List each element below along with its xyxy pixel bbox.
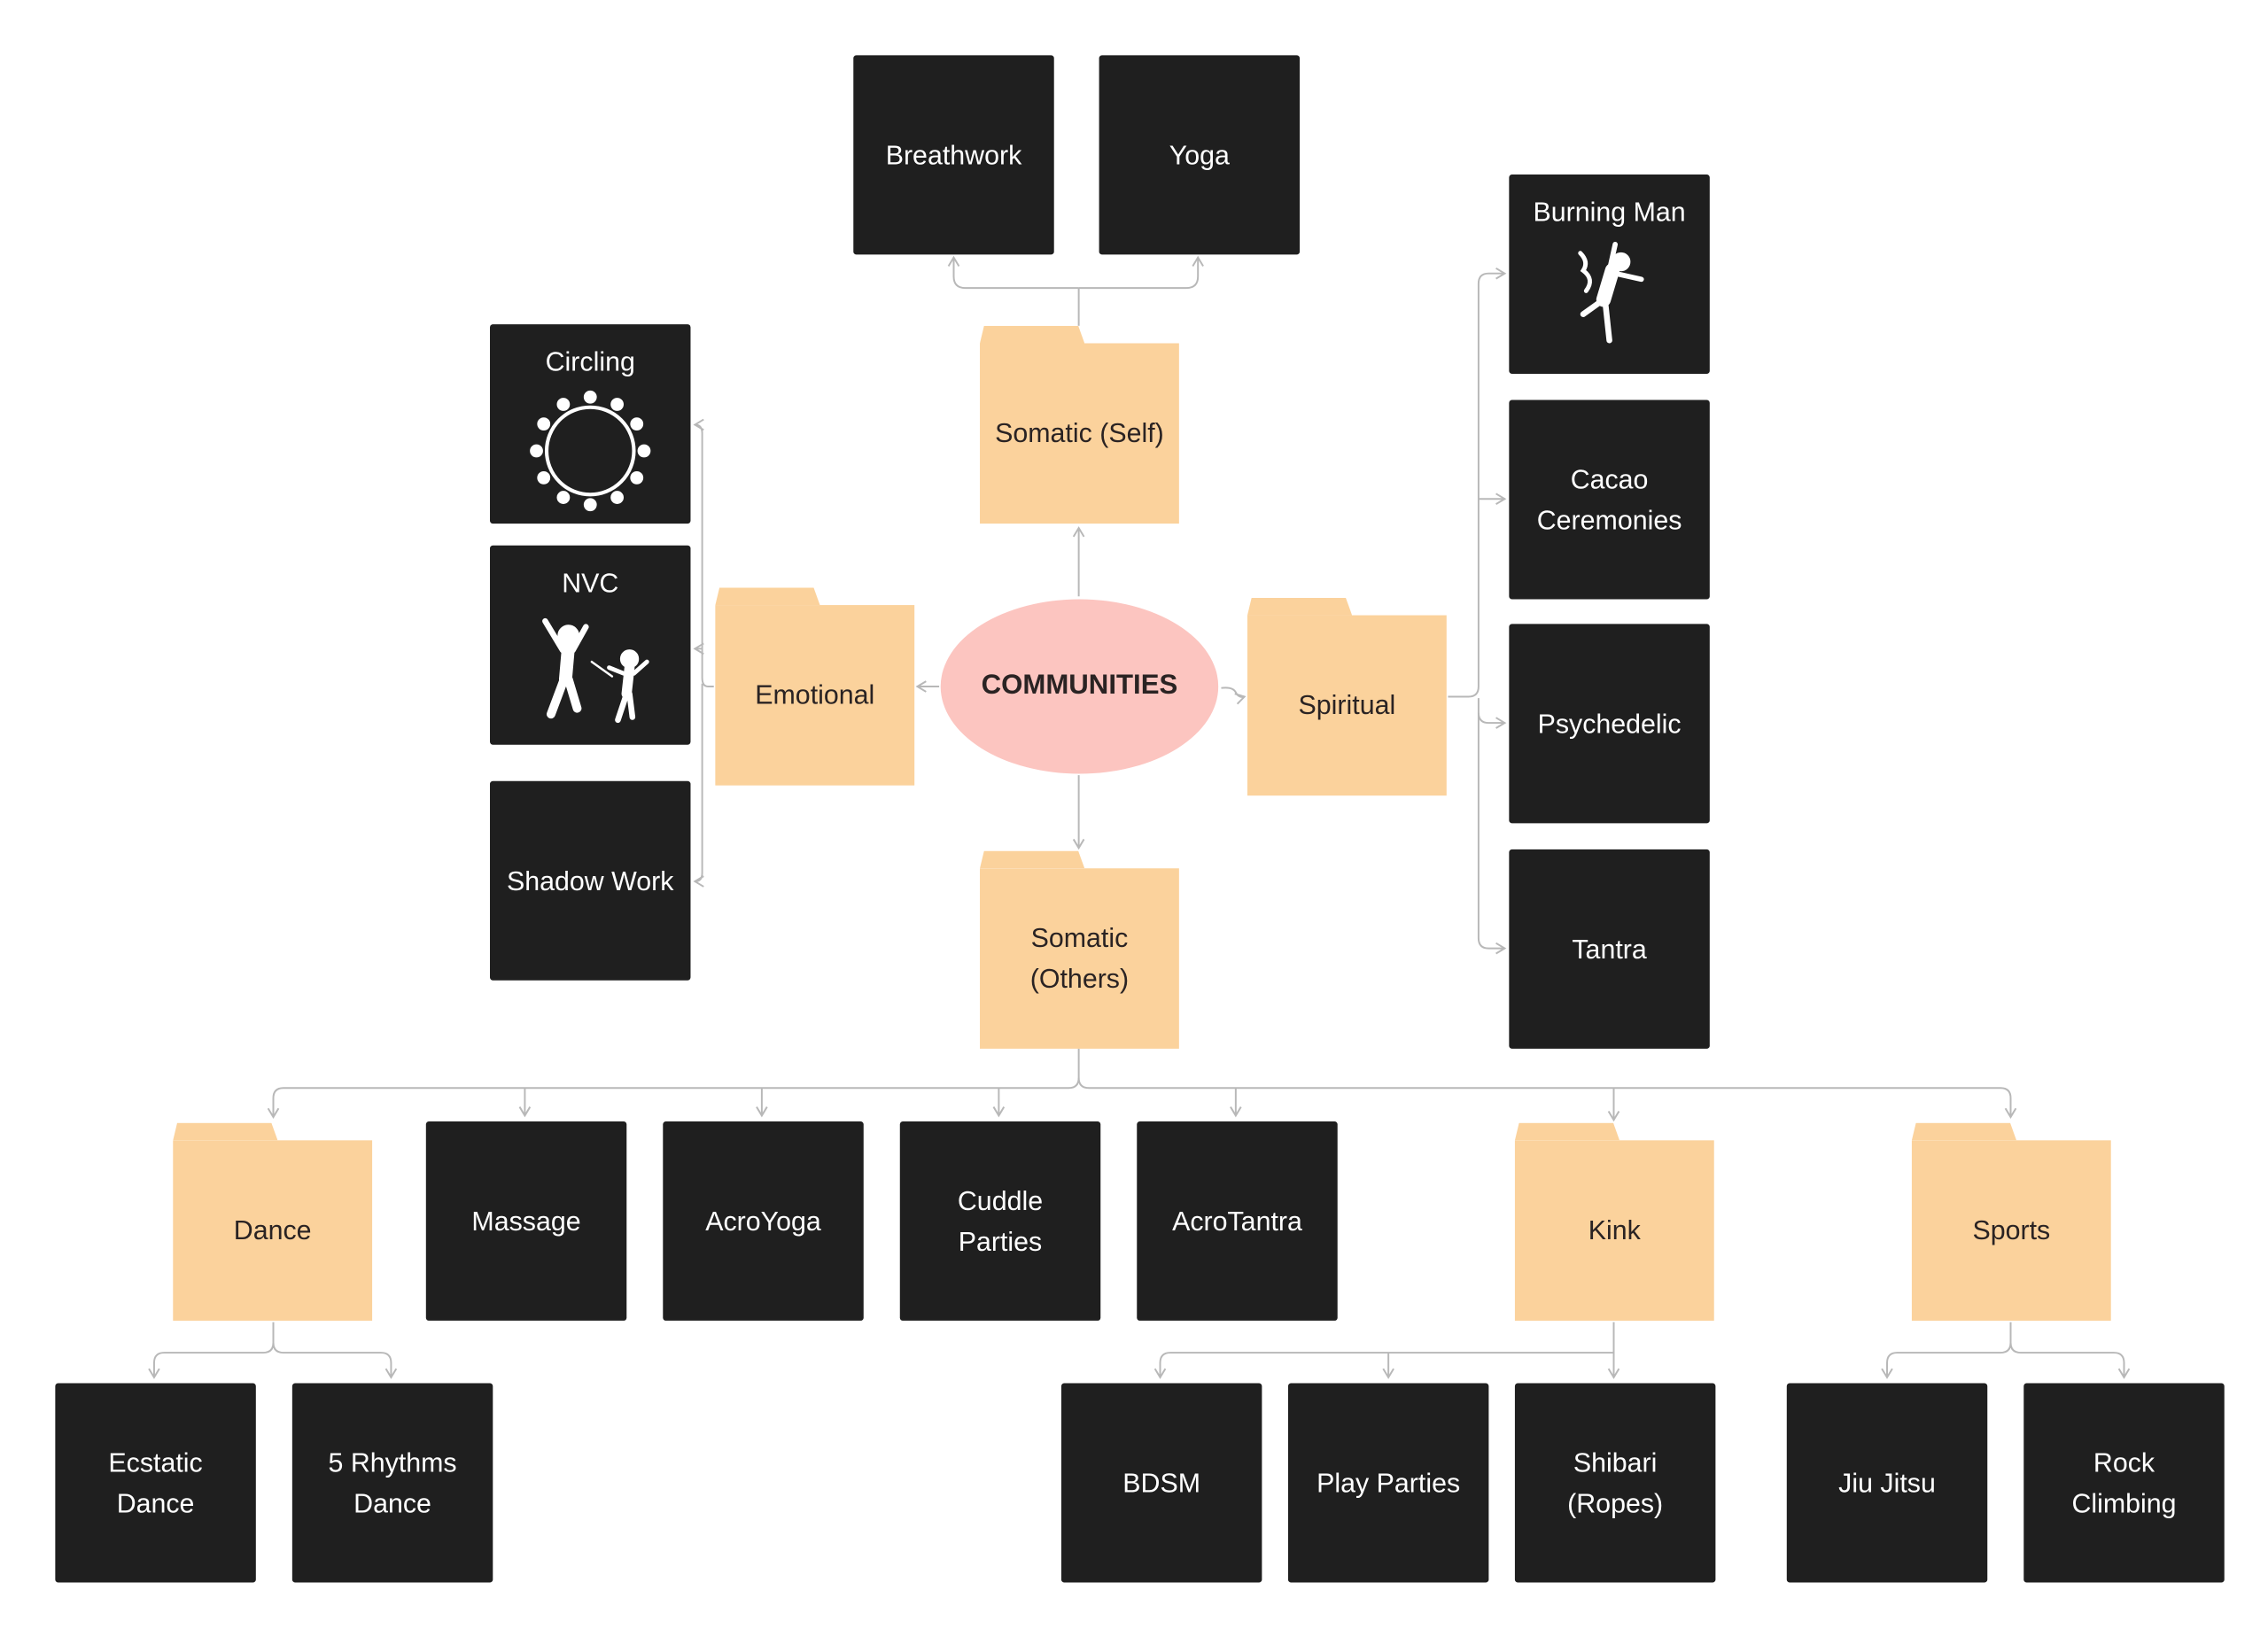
card-massage[interactable]: Massage: [425, 1121, 627, 1321]
folder-tab: [1514, 1122, 1620, 1141]
card-breathwork[interactable]: Breathwork: [853, 55, 1054, 255]
folder-tab: [980, 850, 1085, 869]
card-psychedelic[interactable]: Psychedelic: [1509, 624, 1710, 824]
card-acrotantra[interactable]: AcroTantra: [1137, 1121, 1338, 1321]
circle-of-people-icon: [530, 390, 651, 512]
card-label: AcroYoga: [705, 1205, 821, 1236]
folder-kink[interactable]: Kink: [1514, 1122, 1714, 1321]
person-dot: [637, 444, 651, 458]
card-label: Ecstatic Dance: [108, 1446, 203, 1518]
folder-tab: [715, 587, 820, 606]
folder-emotional[interactable]: Emotional: [715, 587, 915, 786]
folder-somatic-self[interactable]: Somatic (Self): [980, 325, 1179, 524]
card-label: Jiu Jitsu: [1838, 1466, 1936, 1498]
folder-tab: [1911, 1122, 2017, 1141]
card-label: Burning Man: [1533, 196, 1686, 228]
card-shibari[interactable]: Shibari (Ropes): [1514, 1383, 1716, 1583]
person-dot: [630, 417, 644, 431]
card-play-parties[interactable]: Play Parties: [1287, 1383, 1489, 1583]
card-cuddle-parties[interactable]: Cuddle Parties: [899, 1121, 1101, 1321]
card-label: Breathwork: [885, 138, 1022, 170]
card-label: Circling: [545, 345, 635, 377]
connector: [693, 418, 714, 688]
connector: [1477, 698, 1507, 729]
arguing-people-icon: [542, 617, 649, 724]
connector: [947, 255, 1079, 290]
card-ecstatic-dance[interactable]: Ecstatic Dance: [55, 1383, 256, 1583]
card-label: Cuddle Parties: [957, 1184, 1044, 1256]
folder-label: Kink: [1588, 1214, 1641, 1245]
connector: [1153, 1352, 1614, 1379]
card-label: NVC: [562, 567, 619, 598]
connector: [1881, 1322, 2012, 1379]
folder-tab: [1247, 597, 1353, 616]
card-label: Massage: [471, 1205, 581, 1236]
folder-sports[interactable]: Sports: [1911, 1122, 2111, 1321]
card-nvc[interactable]: NVC: [490, 545, 691, 745]
card-yoga[interactable]: Yoga: [1099, 55, 1301, 255]
card-label: 5 Rhythms Dance: [328, 1446, 457, 1518]
person-dot: [610, 491, 624, 504]
connector: [693, 683, 704, 888]
person-dot: [556, 398, 571, 411]
card-bdsm[interactable]: BDSM: [1060, 1383, 1262, 1583]
folder-label: Somatic (Self): [995, 417, 1164, 448]
folder-dance[interactable]: Dance: [173, 1122, 373, 1321]
connector: [1448, 267, 1507, 698]
folder-tab: [173, 1122, 278, 1141]
connector: [148, 1322, 275, 1379]
card-cacao-ceremonies[interactable]: Cacao Ceremonies: [1509, 399, 1710, 600]
card-jiu-jitsu[interactable]: Jiu Jitsu: [1786, 1383, 1988, 1583]
person-dot: [610, 398, 624, 411]
folder-spiritual[interactable]: Spiritual: [1247, 597, 1447, 796]
card-burning-man[interactable]: Burning Man: [1509, 175, 1710, 374]
card-5-rhythms-dance[interactable]: 5 Rhythms Dance: [291, 1383, 493, 1583]
connector: [1077, 1077, 2017, 1119]
folder-label: Somatic (Others): [1029, 922, 1130, 994]
connector: [1078, 255, 1204, 290]
connector: [2009, 1342, 2131, 1379]
card-label: Rock Climbing: [2071, 1446, 2177, 1518]
person-dot: [537, 471, 551, 485]
person-dot: [530, 444, 543, 458]
folder-tab: [980, 325, 1085, 344]
person-dot: [537, 417, 551, 431]
connector: [272, 1342, 398, 1379]
person-dot: [630, 471, 644, 485]
connector: [267, 1048, 1080, 1119]
person-dot: [583, 498, 597, 512]
card-rock-climbing[interactable]: Rock Climbing: [2023, 1383, 2225, 1583]
card-label: BDSM: [1122, 1466, 1201, 1498]
folder-label: Spiritual: [1298, 689, 1396, 720]
card-acroyoga[interactable]: AcroYoga: [663, 1121, 864, 1321]
card-shadow-work[interactable]: Shadow Work: [490, 780, 691, 981]
burning-man-icon: [1578, 241, 1644, 344]
folder-somatic-others[interactable]: Somatic (Others): [980, 850, 1179, 1049]
card-label: Shadow Work: [507, 865, 674, 896]
connector: [1477, 712, 1507, 955]
card-label: Shibari (Ropes): [1567, 1446, 1664, 1518]
card-tantra[interactable]: Tantra: [1509, 849, 1710, 1049]
connector: [1221, 687, 1247, 705]
card-label: Cacao Ceremonies: [1536, 462, 1682, 535]
card-label: Yoga: [1169, 138, 1230, 170]
folder-label: Dance: [233, 1214, 312, 1245]
person-dot: [583, 390, 597, 404]
root-label: COMMUNITIES: [981, 670, 1178, 702]
folder-label: Emotional: [755, 679, 875, 710]
folder-label: Sports: [1972, 1214, 2051, 1245]
root-node-communities[interactable]: COMMUNITIES: [940, 599, 1219, 774]
card-label: AcroTantra: [1172, 1205, 1302, 1236]
person-dot: [556, 491, 571, 504]
card-label: Psychedelic: [1537, 707, 1682, 739]
card-label: Play Parties: [1317, 1466, 1461, 1498]
card-circling[interactable]: Circling: [490, 324, 691, 524]
card-label: Tantra: [1572, 933, 1647, 964]
